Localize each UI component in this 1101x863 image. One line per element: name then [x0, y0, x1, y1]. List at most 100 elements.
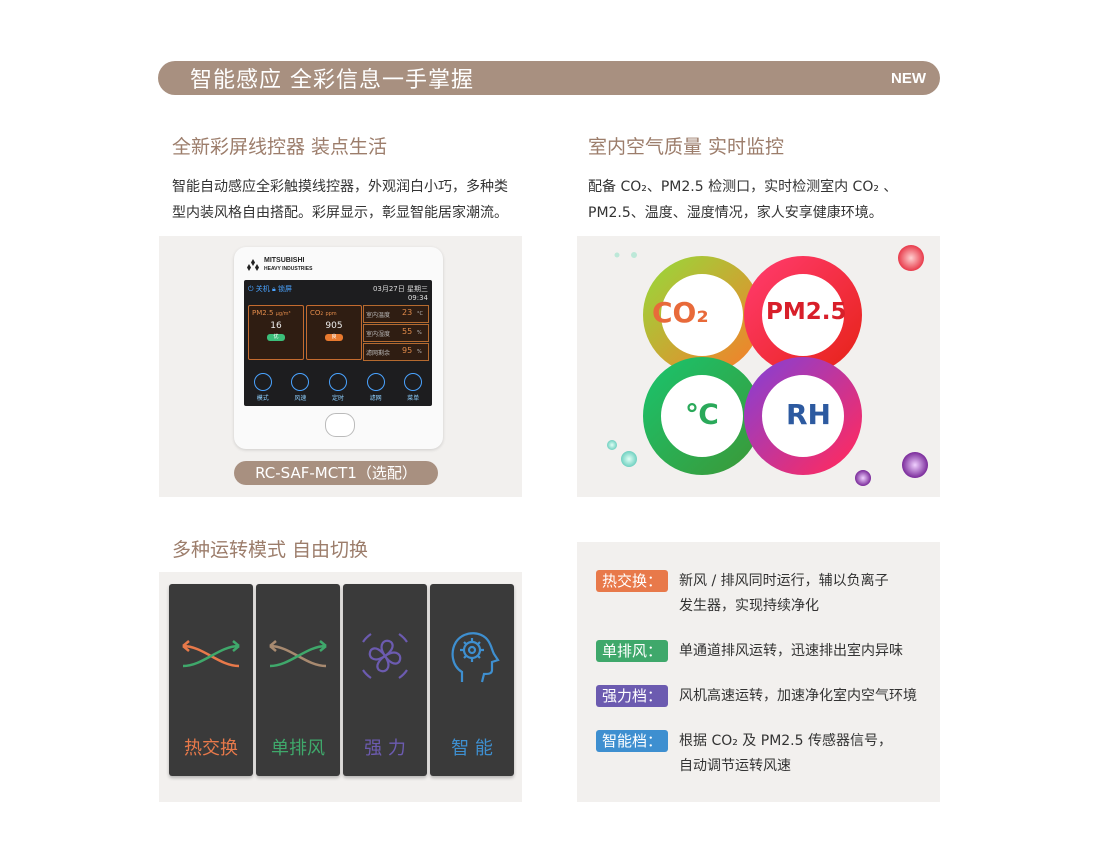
co2-level-badge: 良	[325, 334, 343, 341]
mode-card-single-exhaust[interactable]: 单排风	[256, 584, 340, 776]
decor-bubble	[855, 470, 871, 486]
legend-tag-turbo: 强力档：	[596, 685, 669, 707]
co2-unit: ppm	[325, 311, 337, 317]
row-value: 95	[402, 346, 413, 355]
row-unit: °C	[417, 311, 423, 317]
row-label: 滤网剩余	[366, 350, 391, 357]
pm25-label: PM2.5	[766, 299, 847, 325]
section-desc-air-quality: 配备 CO₂、PM2.5 检测口，实时检测室内 CO₂ 、 PM2.5、温度、湿…	[588, 174, 897, 226]
header-banner: 智能感应 全彩信息一手掌握 NEW	[158, 61, 940, 95]
section-desc-controller: 智能自动感应全彩触摸线控器，外观润白小巧，多种类 型内装风格自由搭配。彩屏显示，…	[172, 174, 508, 226]
mode-card-heat-exchange[interactable]: 热交换	[169, 584, 253, 776]
row-label: 室内湿度	[366, 331, 391, 338]
mode-card-smart[interactable]: 智 能	[430, 584, 514, 776]
pm25-value: 16	[270, 321, 282, 331]
wall-controller-device: MITSUBISHI HEAVY INDUSTRIES ⏻ 关机 🔒︎ 锁屏 0…	[234, 247, 443, 449]
timer-button-label: 定时	[331, 395, 344, 402]
banner-title: 智能感应 全彩信息一手掌握	[190, 68, 474, 93]
mode-card-turbo[interactable]: 强 力	[343, 584, 427, 776]
menu-button[interactable]: 菜单	[404, 373, 423, 402]
legend-line: 发生器，实现持续净化	[679, 598, 819, 614]
brand-sub: HEAVY INDUSTRIES	[264, 266, 313, 272]
humidity-row: 室内湿度 55 %	[363, 324, 429, 342]
home-button[interactable]	[325, 413, 355, 437]
decor-bubble	[607, 440, 617, 450]
legend-line: 单通道排风运转，迅速排出室内异味	[679, 643, 903, 659]
brand-name: MITSUBISHI	[264, 257, 305, 264]
section-title-controller: 全新彩屏线控器 装点生活	[172, 136, 388, 158]
temp-row: 室内温度 23 °C	[363, 305, 429, 323]
mode-label: 单排风	[271, 738, 325, 759]
row-value: 23	[402, 308, 413, 317]
co2-label: CO₂	[652, 296, 709, 329]
decor-bubble	[898, 245, 924, 271]
fan-speed-button[interactable]: 风速	[291, 373, 310, 402]
legend-line: 新风 / 排风同时运行，辅以负离子	[679, 573, 889, 589]
mitsubishi-diamond-icon	[247, 259, 259, 271]
row-unit: %	[417, 349, 422, 355]
humidity-ring	[744, 357, 862, 475]
lock-label[interactable]: 锁屏	[277, 285, 292, 293]
legend-line: 根据 CO₂ 及 PM2.5 传感器信号，	[679, 733, 892, 749]
desc-line: 配备 CO₂、PM2.5 检测口，实时检测室内 CO₂ 、	[588, 179, 898, 195]
legend-text-heat-exchange: 新风 / 排风同时运行，辅以负离子 发生器，实现持续净化	[679, 569, 889, 619]
single-exhaust-icon	[269, 640, 327, 668]
desc-line: 智能自动感应全彩触摸线控器，外观润白小巧，多种类	[172, 179, 508, 195]
decor-bubble	[631, 252, 637, 258]
temperature-label: ℃	[685, 398, 719, 431]
legend-text-turbo: 风机高速运转，加速净化室内空气环境	[679, 684, 917, 709]
section-title-air-quality: 室内空气质量 实时监控	[588, 136, 785, 158]
controller-screen: ⏻ 关机 🔒︎ 锁屏 03月27日 星期三 09:34 PM2.5 μg/m³ …	[244, 280, 432, 406]
row-unit: %	[417, 330, 422, 336]
decor-bubble	[614, 252, 620, 258]
pm25-level-badge: 优	[267, 334, 285, 341]
row-label: 室内温度	[366, 312, 391, 319]
humidity-label: RH	[786, 398, 831, 431]
smart-head-icon	[451, 632, 500, 683]
filter-button[interactable]: 滤网	[366, 373, 385, 402]
desc-line: PM2.5、温度、湿度情况，家人安享健康环境。	[588, 205, 883, 221]
legend-line: 自动调节运转风速	[679, 758, 791, 774]
co2-card: CO₂ ppm 905 良	[306, 305, 362, 360]
pm25-label: PM2.5	[252, 309, 274, 317]
decor-bubble	[621, 451, 637, 467]
new-badge: NEW	[891, 69, 926, 87]
row-value: 55	[402, 327, 413, 336]
legend-tag-heat-exchange: 热交换：	[596, 570, 669, 592]
menu-button-label: 菜单	[407, 395, 420, 402]
section-title-modes: 多种运转模式 自由切换	[172, 539, 369, 561]
co2-label: CO₂	[310, 309, 324, 317]
brand-logo: MITSUBISHI HEAVY INDUSTRIES	[246, 257, 312, 273]
desc-line: 型内装风格自由搭配。彩屏显示，彰显智能居家潮流。	[172, 205, 508, 221]
legend-line: 风机高速运转，加速净化室内空气环境	[679, 688, 917, 704]
legend-tag-single-exhaust: 单排风：	[596, 640, 669, 662]
menu-icon	[404, 373, 423, 391]
mode-button[interactable]: 模式	[253, 373, 272, 402]
timer-button[interactable]: 定时	[328, 373, 347, 402]
screen-time: 09:34	[407, 294, 428, 302]
model-tag: RC-SAF-MCT1（选配）	[234, 461, 438, 485]
mode-icon	[253, 373, 272, 391]
fan-speed-icon	[291, 373, 310, 391]
fan-icon	[362, 633, 408, 679]
mode-label: 智 能	[451, 738, 493, 759]
timer-icon	[328, 373, 347, 391]
decor-bubble	[902, 452, 928, 478]
screen-weekday: 星期三	[407, 285, 428, 293]
screen-date: 03月27日	[372, 285, 405, 293]
legend-text-smart: 根据 CO₂ 及 PM2.5 传感器信号， 自动调节运转风速	[679, 729, 892, 779]
power-icon[interactable]: ⏻	[248, 285, 254, 293]
legend-tag-smart: 智能档：	[596, 730, 669, 752]
legend-text-single-exhaust: 单通道排风运转，迅速排出室内异味	[679, 639, 903, 664]
lock-icon[interactable]: 🔒︎	[272, 285, 276, 293]
screen-status-bar: ⏻ 关机 🔒︎ 锁屏 03月27日 星期三 09:34	[248, 284, 428, 302]
mode-button-label: 模式	[256, 395, 269, 402]
power-label[interactable]: 关机	[255, 285, 270, 293]
mode-label: 热交换	[184, 738, 238, 759]
filter-icon	[366, 373, 385, 391]
pm25-unit: μg/m³	[275, 311, 291, 317]
fan-speed-button-label: 风速	[294, 395, 307, 402]
screen-buttons: 模式 风速 定时 滤网 菜单	[244, 373, 432, 402]
sensor-rings-graphic	[607, 245, 928, 486]
pm25-card: PM2.5 μg/m³ 16 优	[248, 305, 304, 360]
